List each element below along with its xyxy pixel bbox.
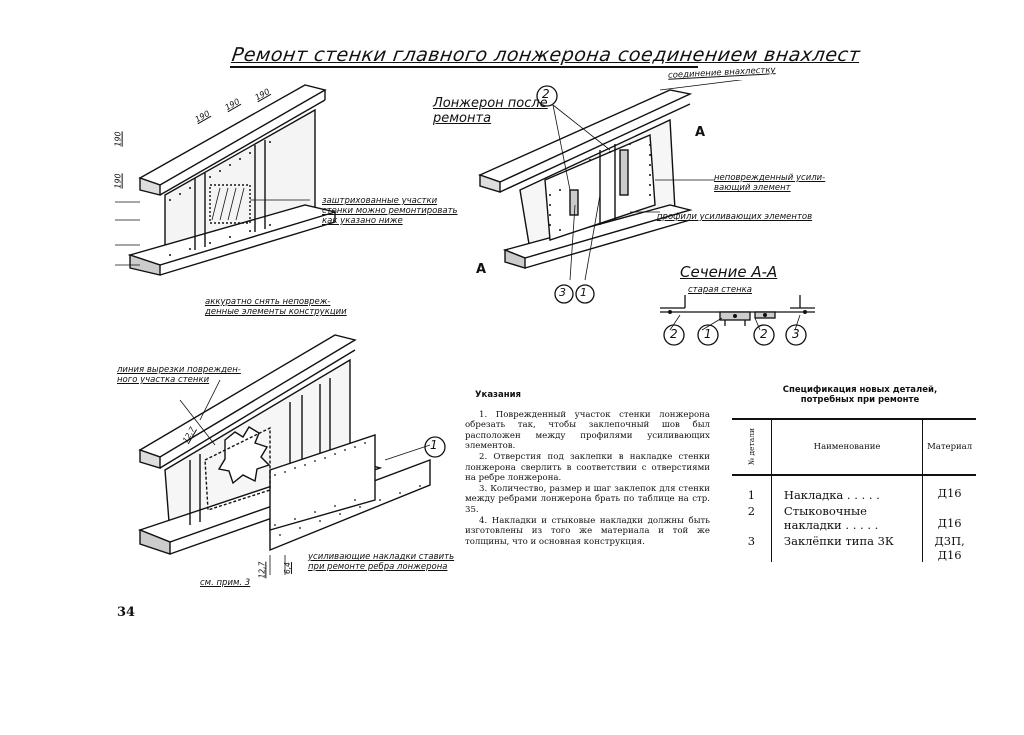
carefully-removed-label: аккуратно снять неповреж- денные элемент… <box>205 297 347 317</box>
callout-label: 1 <box>704 327 712 341</box>
callout-circle <box>536 85 558 107</box>
instructions-block: Указания 1. Поврежденный участок стенки … <box>465 390 710 547</box>
see-note-label: см. прим. 3 <box>200 578 251 588</box>
spec-row: 1 Накладка . . . . . Д16 <box>732 475 976 502</box>
callout-label: 2 <box>760 327 768 341</box>
spec-row: 3 Заклёпки типа 3К Д3П, Д16 <box>732 532 976 562</box>
instructions-heading: Указания <box>475 390 522 400</box>
undamaged-stiffener-label: неповрежденный усили- вающий элемент <box>714 173 826 193</box>
instruction-item: 2. Отверстия под заклепки в накладке сте… <box>465 451 710 484</box>
section-marker: A <box>695 125 706 140</box>
repaired-spar-drawing <box>478 80 744 281</box>
dim-label: 190 <box>113 173 123 189</box>
page-title: Ремонт стенки главного лонжерона соедине… <box>230 44 862 66</box>
hatched-areas-label: заштрихованные участки стенки можно ремо… <box>322 196 458 226</box>
callout-label: 1 <box>580 286 587 299</box>
spar-after-repair-label: Лонжерон после ремонта <box>433 96 548 126</box>
callout-label: 2 <box>542 87 550 101</box>
dim-label: 6,4 <box>282 562 292 574</box>
stiffener-profiles-label: профили усиливающих элементов <box>657 212 813 222</box>
callout-label: 3 <box>559 286 566 299</box>
cut-line-label: линия вырезки поврежден- ного участка ст… <box>117 365 241 385</box>
spec-heading: Спецификация новых деталей, потребных пр… <box>782 385 938 405</box>
callout-circle <box>424 436 446 458</box>
page-number: 34 <box>117 605 136 620</box>
instruction-item: 1. Поврежденный участок стенки лонжерона… <box>465 409 710 452</box>
spec-row: 2 Стыковочные накладки . . . . . Д16 <box>732 502 976 532</box>
title-underline <box>230 66 698 68</box>
callout-circles <box>554 284 595 304</box>
section-callout-circles <box>663 324 807 346</box>
spar-isometric-drawing <box>115 84 338 276</box>
spec-col-name: Наименование <box>771 418 924 476</box>
instruction-item: 4. Накладки и стыковые накладки должны б… <box>465 515 710 547</box>
callout-label: 1 <box>430 438 438 452</box>
dim-label: 190 <box>113 131 123 147</box>
dim-label: 12,7 <box>257 561 267 579</box>
callout-label: 3 <box>792 327 800 341</box>
callout-label: 2 <box>670 327 678 341</box>
section-marker: A <box>476 262 487 277</box>
spec-col-material: Материал <box>922 418 976 476</box>
repair-detail-drawing <box>137 334 431 575</box>
section-aa-drawing <box>660 295 815 331</box>
old-web-label: старая стенка <box>688 285 753 295</box>
reinforcing-plates-label: усиливающие накладки ставить при ремонте… <box>308 552 455 572</box>
instruction-item: 3. Количество, размер и шаг заклепок для… <box>465 483 710 515</box>
section-aa-title: Сечение А-А <box>680 263 778 281</box>
spec-header-row: № детали Наименование Материал <box>732 418 976 476</box>
spec-col-num: № детали <box>746 428 756 465</box>
spec-table: № детали Наименование Материал 1 Накладк… <box>732 418 976 562</box>
